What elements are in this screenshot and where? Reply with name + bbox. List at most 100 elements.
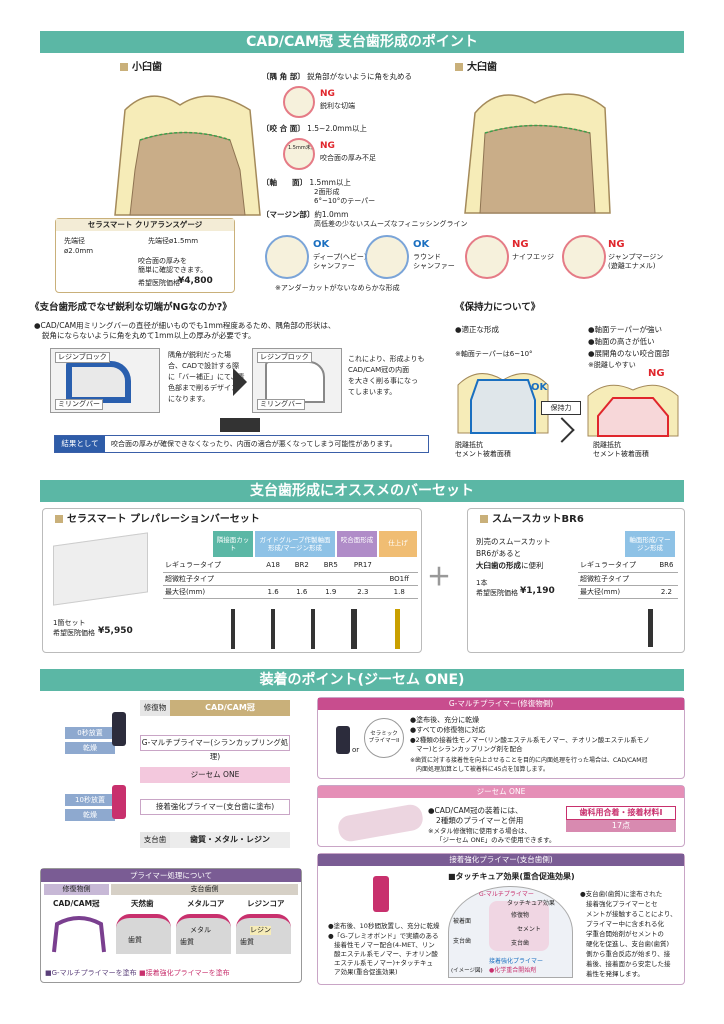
metal-core-icon: メタル歯質	[176, 914, 231, 954]
undercut-note: ※アンダーカットがないなめらかな形成	[275, 284, 400, 292]
label-tooth: 歯質	[128, 936, 142, 944]
ceramic-primer-icon: セラミックプライマーII	[364, 718, 404, 758]
ng1-label: NG	[320, 89, 335, 99]
label-axial: 〔軸 面〕 1.5mm以上	[262, 178, 351, 187]
d5: 支台歯	[511, 940, 530, 947]
shape4-verdict: NG	[608, 239, 625, 250]
gauge-g4: 咬合面の厚みを	[138, 257, 187, 265]
label-occlusal: 〔咬 合 面〕 1.5~2.0mm以上	[262, 124, 367, 133]
gauge-title: セラスマート クリアランスゲージ	[56, 219, 234, 231]
gauge-g2: ø2.0mm	[64, 247, 94, 255]
dry-2: 乾燥	[65, 809, 115, 821]
bur-icon	[648, 609, 653, 647]
br6-b3-bold: 大臼歯の形成	[476, 561, 521, 570]
shape3-verdict: NG	[512, 239, 529, 250]
primer-treatment-box: プライマー処理について 修復物側 支台歯側 CAD/CAM冠 天然歯 メタルコア…	[40, 868, 302, 983]
result-banner: 結果として 咬合面の厚みが確保できなくなったり、内面の適合が悪くなってしまう可能…	[54, 435, 429, 453]
d9: 被着面	[453, 918, 472, 925]
milling-diagram-1: レジンブロック ミリングバー	[50, 348, 160, 413]
br6-title: スムースカットBR6	[492, 514, 584, 525]
label-corner-desc: 鋭角部がないように角を丸める	[307, 72, 412, 81]
resin-core-icon: レジン歯質	[236, 914, 291, 954]
restoration-side-label: 修復物側	[44, 884, 109, 895]
br6-b1: 別売のスムースカット	[476, 537, 551, 546]
flow-step-gcem: ジーセム ONE	[140, 767, 290, 783]
premolar-tooth-illustration	[114, 95, 261, 216]
gc4: 「ジーセム ONE」のみで使用できます。	[436, 836, 556, 844]
why-r3: を大きく削る事になっ	[348, 377, 418, 385]
ng-sharp-edge-icon	[283, 86, 315, 118]
label-metal: メタル	[190, 926, 211, 934]
br6-heading: スムースカットBR6	[480, 515, 584, 525]
p6: ア効果(重合促進効果)	[334, 968, 398, 976]
legend-multiprimer: ■G-マルチプライマーを塗布	[45, 969, 137, 977]
cell	[258, 572, 288, 586]
cell	[345, 572, 381, 586]
primer-bottle-icon	[336, 726, 350, 754]
shape-knife-edge-icon	[465, 235, 509, 279]
section-title-preparation: CAD/CAM冠 支台歯形成のポイント	[40, 31, 684, 53]
ret-c1a: 脱離抵抗	[455, 441, 483, 449]
flow-abutment-label: 支台歯	[140, 832, 170, 848]
retention-title: 《保持力について》	[455, 302, 541, 313]
arrow-right-icon	[233, 368, 247, 396]
ret-o2: ※軸面テーパーは6~10°	[455, 350, 533, 358]
d6: 接着強化プライマー	[489, 958, 544, 965]
label-resin: レジン	[250, 926, 271, 935]
bur-icon	[395, 609, 400, 649]
row-label: 超微粒子タイプ	[578, 572, 655, 586]
br6-b4: 1本	[476, 579, 488, 587]
p3: 接着性モノマー配合(4-MET、リン	[334, 941, 435, 949]
br6-b3: 大臼歯の形成に便利	[476, 561, 544, 570]
touch-cure-heading: ■タッチキュア効果(重合促進効果)	[448, 872, 575, 881]
label-axial-d2: 2面形成	[314, 188, 340, 196]
gm4: マー)とシランカップリング剤を配合	[416, 745, 523, 753]
ceramic-l2: プライマーII	[368, 738, 400, 744]
q7: 側から重合反応が始まり、接	[586, 950, 671, 958]
label-corner: 〔隅 角 部〕 鋭角部がないように角を丸める	[262, 72, 412, 81]
head-col2: ガイドグルーブ作製軸面形成/マージン形成	[255, 531, 335, 557]
insurance-category: 歯科用合着・接着材料Ⅰ	[566, 806, 676, 820]
gcem-title: ジーセム ONE	[318, 786, 684, 798]
ret-n4: ※脱離しやすい	[588, 361, 636, 369]
gm3: ●2種類の接着性モノマー(リン酸エステル系モノマー、チオリン酸エステル系モノ	[410, 736, 650, 744]
clearance-gauge-box: セラスマート クリアランスゲージ 先端径 ø2.0mm 先端径ø1.5mm 咬合…	[55, 218, 235, 293]
milling-diagram-2: レジンブロック ミリングバー	[252, 348, 342, 413]
cell: BR2	[287, 559, 317, 573]
resin-block-label: レジンブロック	[55, 352, 110, 363]
shape1-l1: ディープ(ヘビー)	[313, 253, 367, 261]
shape1-l2: シャンファー	[313, 262, 355, 270]
d5b: 支台歯	[453, 938, 472, 945]
col-resin: レジンコア	[247, 899, 285, 908]
head-col1-label: 隣接面カット	[216, 536, 250, 552]
ng1-desc: 鋭利な切端	[320, 102, 355, 110]
why-title: 《支台歯形成でなぜ鋭利な切端がNGなのか?》	[30, 302, 232, 313]
shape-jump-margin-icon	[562, 235, 606, 279]
q2: 接着強化プライマーとセ	[586, 900, 658, 908]
or-label: or	[352, 746, 360, 754]
label-axial-title: 〔軸 面〕	[262, 178, 307, 187]
ret-c1b: セメント被着面積	[455, 450, 511, 458]
milling-bur-label: ミリングバー	[55, 399, 103, 410]
ng-thin-occlusal-icon: 1.5mm未満	[283, 138, 315, 170]
time-10s: 10秒放置	[65, 794, 115, 806]
ret-ng: NG	[648, 368, 665, 379]
molar-heading: 大臼歯	[455, 63, 497, 73]
premolar-heading: 小臼歯	[120, 63, 162, 73]
touch-cure-diagram: G-マルチプライマー タッチキュア効果 修復物 セメント 支台歯 被着面 支台歯…	[448, 886, 573, 978]
cell: 1.6	[258, 585, 288, 599]
retention-ok-tooth	[457, 373, 549, 434]
d1: G-マルチプライマー	[479, 891, 534, 898]
q6: 硬化を促進し、支台歯(歯質)	[586, 940, 670, 948]
result-label: 結果として	[55, 436, 105, 452]
head-col3: 咬合面形成	[337, 531, 377, 557]
retention-section: 《保持力について》 ●適正な形成 ※軸面テーパーは6~10° ●軸面テーパーが強…	[443, 303, 688, 463]
ret-ok: OK	[531, 382, 548, 393]
flow-restoration-value: CAD/CAM冠	[170, 700, 290, 716]
multiprimer-title: G-マルチプライマー(修復物側)	[318, 698, 684, 710]
shape4-l2: (遊離エナメル)	[608, 262, 656, 270]
bur-icon	[351, 609, 357, 649]
gauge-price: ¥4,800	[178, 276, 213, 286]
